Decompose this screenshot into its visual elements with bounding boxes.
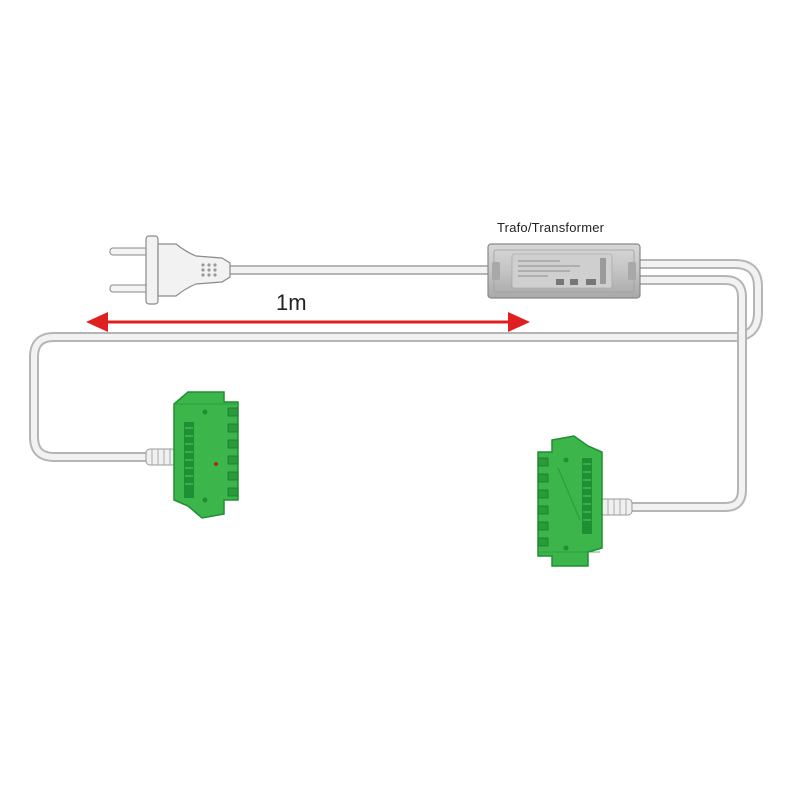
cable-lower-run: [623, 275, 747, 512]
strain-relief-right: [599, 498, 633, 516]
connector-icon: [173, 391, 239, 519]
strain-relief-left: [145, 448, 177, 466]
dimension-arrow-icon: [86, 312, 530, 332]
plug-icon: [109, 235, 231, 305]
cable-upper-loop: [29, 259, 763, 462]
connector-right: [537, 435, 633, 567]
cables: [29, 259, 763, 512]
connector-icon: [537, 435, 603, 567]
connector-left: [145, 391, 239, 519]
transformer-icon: [487, 243, 641, 299]
cable-length-label: 1m: [276, 290, 307, 315]
transformer-label: Trafo/Transformer: [497, 220, 605, 235]
